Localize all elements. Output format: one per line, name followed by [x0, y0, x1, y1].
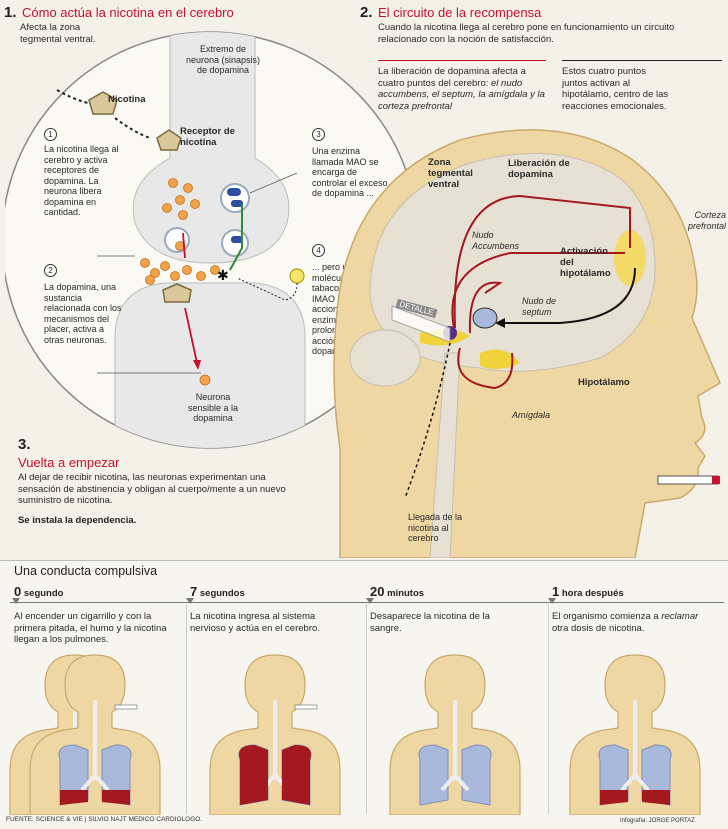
section3-text: Al dejar de recibir nicotina, las neuron…: [18, 472, 286, 506]
tick-3: [548, 598, 556, 604]
step3-text-tl: El organismo comienza a reclamar otra do…: [552, 611, 699, 634]
svg-text:✱: ✱: [217, 267, 229, 283]
credits-fuente: FUENTE: SCIENCE & VIE | SILVIO NAJT MEDI…: [6, 816, 203, 823]
section3-title: Vuelta a empezar: [18, 455, 120, 470]
step2-number: 2: [44, 264, 57, 277]
tick-0: [12, 598, 20, 604]
label-zona-tegmental: Zona tegmental ventral: [428, 157, 473, 190]
label-activacion: Activación del hipotálamo: [560, 246, 611, 279]
label-amigdala: Amígdala: [512, 410, 551, 420]
timeline-title: Una conducta compulsiva: [14, 564, 158, 578]
timeline-step-3: 1 hora después El organismo comienza a r…: [552, 584, 722, 634]
step3-number: 3: [312, 128, 325, 141]
section2-title: El circuito de la recompensa: [378, 5, 542, 20]
section2-right-note: Estos cuatro puntos juntos activan al hi…: [562, 66, 669, 112]
step1-text: La nicotina llega al cerebro y activa re…: [44, 144, 119, 217]
label-neurona-sensible: Neurona sensible a la dopamina: [187, 392, 239, 423]
left-note-italic: el nudo accumbens, el septum, la amígdal…: [378, 77, 545, 112]
section2-intro: Cuando la nicotina llega al cerebro pone…: [378, 22, 675, 45]
step1-number: 1: [44, 128, 57, 141]
label-extremo-neurona: Extremo de neurona (sinapsis) de dopamin…: [185, 44, 261, 75]
step2-text-tl: Desaparece la nicotina de la sangre.: [370, 611, 490, 634]
timeline-step-2: 20 minutos Desaparece la nicotina de la …: [370, 584, 540, 634]
step2-heading: 20 minutos: [370, 584, 425, 599]
label-receptor: Receptor de nicotina: [180, 126, 235, 148]
label-nicotina: Nicotina: [108, 94, 146, 105]
step2-text: La dopamina, una sustancia relacionada c…: [44, 282, 122, 345]
divider-1: [186, 604, 187, 814]
section2-left-note: La liberación de dopamina afecta a cuatr…: [378, 66, 546, 112]
timeline-step-1: 7 segundos La nicotina ingresa al sistem…: [190, 584, 360, 634]
step1-heading: 7 segundos: [190, 584, 245, 599]
label-nudo-accumbens: Nudo Accumbens: [472, 230, 520, 251]
step0-heading: 0 segundo: [14, 584, 64, 599]
label-hipotalamo: Hipotálamo: [578, 377, 630, 388]
step3-text: Una enzima llamada MAO se encarga de con…: [312, 146, 388, 198]
left-note-text: La liberación de dopamina afecta a cuatr…: [378, 66, 526, 89]
section3-number: 3.: [18, 436, 31, 453]
section1-number: 1.: [4, 4, 17, 21]
section2-rule-right: [562, 60, 722, 61]
credits-infografia: Infografía: JORGE PORTAZ: [620, 818, 695, 824]
label-llegada: Llegada de la nicotina al cerebro: [408, 512, 463, 543]
body-figures: [0, 650, 728, 817]
section3-bold: Se instala la dependencia.: [18, 515, 137, 526]
divider-2: [366, 604, 367, 814]
tick-2: [366, 598, 374, 604]
divider-3: [548, 604, 549, 814]
section2-rule-left: [378, 60, 546, 61]
tick-1: [186, 598, 194, 604]
head-illustration: [300, 118, 728, 559]
section1-subtitle: Afecta la zona tegmental ventral.: [20, 22, 96, 45]
step3-heading: 1 hora después: [552, 584, 624, 599]
timeline-step-0: 0 segundo Al encender un cigarrillo y co…: [14, 584, 184, 646]
label-corteza: Corteza prefrontal: [687, 210, 726, 231]
step1-text-tl: La nicotina ingresa al sistema nervioso …: [190, 611, 320, 634]
label-liberacion: Liberación de dopamina: [508, 158, 570, 180]
section2-number: 2.: [360, 4, 373, 21]
section1-title: Cómo actúa la nicotina en el cerebro: [22, 5, 234, 20]
step4-number: 4: [312, 244, 325, 257]
label-septum: Nudo de septum: [522, 296, 557, 317]
step0-text: Al encender un cigarrillo y con la prime…: [14, 611, 167, 645]
